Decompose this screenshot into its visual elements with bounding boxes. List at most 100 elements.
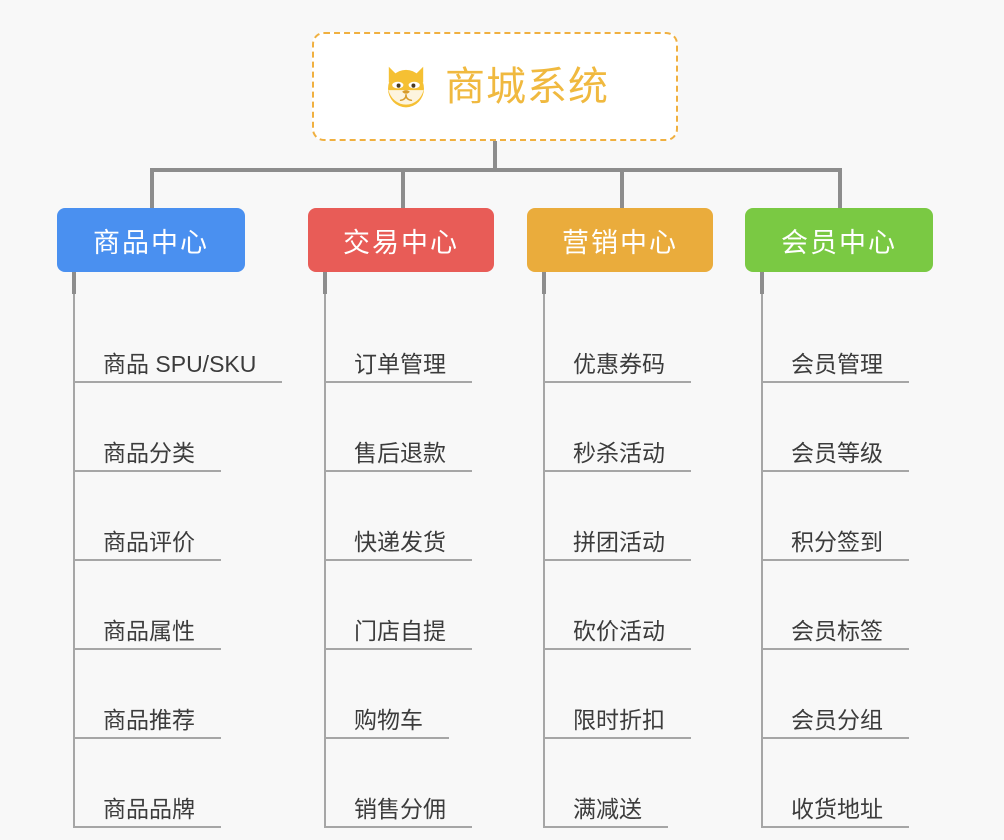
leaf-item[interactable]: 满减送 — [545, 739, 713, 828]
leaf-underline: 会员标签 — [763, 618, 909, 650]
leaf-item-label: 销售分佣 — [354, 795, 446, 822]
connector-column-stem — [323, 272, 327, 294]
leaf-underline: 限时折扣 — [545, 707, 691, 739]
leaf-item-label: 积分签到 — [791, 528, 883, 555]
leaf-list-member-center: 会员管理会员等级积分签到会员标签会员分组收货地址 — [761, 294, 933, 828]
leaf-item[interactable]: 售后退款 — [326, 383, 494, 472]
leaf-item[interactable]: 门店自提 — [326, 561, 494, 650]
connector-drop-1 — [150, 168, 154, 208]
leaf-list-marketing-center: 优惠券码秒杀活动拼团活动砍价活动限时折扣满减送 — [543, 294, 713, 828]
leaf-item-label: 订单管理 — [354, 350, 446, 377]
leaf-item-label: 满减送 — [573, 795, 642, 822]
category-header-label: 营销中心 — [562, 227, 678, 258]
leaf-item[interactable]: 商品评价 — [75, 472, 245, 561]
leaf-item-label: 商品评价 — [103, 528, 195, 555]
leaf-underline: 商品推荐 — [75, 707, 221, 739]
column-member-center: 会员中心会员管理会员等级积分签到会员标签会员分组收货地址 — [745, 208, 933, 828]
leaf-underline: 砍价活动 — [545, 618, 691, 650]
leaf-item-label: 砍价活动 — [573, 617, 665, 644]
leaf-item[interactable]: 会员管理 — [763, 294, 933, 383]
category-header-label: 交易中心 — [343, 227, 459, 258]
leaf-item[interactable]: 会员等级 — [763, 383, 933, 472]
leaf-underline: 商品分类 — [75, 440, 221, 472]
leaf-underline: 快递发货 — [326, 529, 472, 561]
leaf-item-label: 限时折扣 — [573, 706, 665, 733]
leaf-item[interactable]: 商品属性 — [75, 561, 245, 650]
category-header-marketing-center[interactable]: 营销中心 — [527, 208, 713, 272]
leaf-item-label: 商品分类 — [103, 439, 195, 466]
leaf-item[interactable]: 拼团活动 — [545, 472, 713, 561]
leaf-item-label: 优惠券码 — [573, 350, 665, 377]
leaf-underline: 秒杀活动 — [545, 440, 691, 472]
leaf-item-label: 商品 SPU/SKU — [103, 350, 257, 377]
leaf-underline: 商品属性 — [75, 618, 221, 650]
leaf-item-label: 会员标签 — [791, 617, 883, 644]
leaf-item[interactable]: 商品推荐 — [75, 650, 245, 739]
leaf-item[interactable]: 优惠券码 — [545, 294, 713, 383]
leaf-item[interactable]: 积分签到 — [763, 472, 933, 561]
column-trade-center: 交易中心订单管理售后退款快递发货门店自提购物车销售分佣 — [308, 208, 494, 828]
leaf-underline: 售后退款 — [326, 440, 472, 472]
leaf-item[interactable]: 收货地址 — [763, 739, 933, 828]
category-header-label: 会员中心 — [781, 227, 897, 258]
leaf-underline: 拼团活动 — [545, 529, 691, 561]
leaf-list-trade-center: 订单管理售后退款快递发货门店自提购物车销售分佣 — [324, 294, 494, 828]
leaf-item-label: 门店自提 — [354, 617, 446, 644]
leaf-item[interactable]: 会员标签 — [763, 561, 933, 650]
connector-column-stem — [72, 272, 76, 294]
leaf-underline: 会员管理 — [763, 351, 909, 383]
leaf-item-label: 会员分组 — [791, 706, 883, 733]
leaf-underline: 积分签到 — [763, 529, 909, 561]
leaf-item-label: 秒杀活动 — [573, 439, 665, 466]
leaf-item-label: 拼团活动 — [573, 528, 665, 555]
leaf-item-label: 收货地址 — [791, 795, 883, 822]
connector-column-stem — [760, 272, 764, 294]
category-header-product-center[interactable]: 商品中心 — [57, 208, 245, 272]
leaf-item[interactable]: 销售分佣 — [326, 739, 494, 828]
leaf-underline: 优惠券码 — [545, 351, 691, 383]
leaf-item[interactable]: 砍价活动 — [545, 561, 713, 650]
leaf-underline: 商品品牌 — [75, 796, 221, 828]
connector-drop-3 — [620, 168, 624, 208]
root-node[interactable]: 商城系统 — [312, 32, 678, 141]
leaf-item[interactable]: 秒杀活动 — [545, 383, 713, 472]
connector-drop-2 — [401, 168, 405, 208]
leaf-item[interactable]: 限时折扣 — [545, 650, 713, 739]
leaf-underline: 商品 SPU/SKU — [75, 350, 283, 383]
column-marketing-center: 营销中心优惠券码秒杀活动拼团活动砍价活动限时折扣满减送 — [527, 208, 713, 828]
shiba-dog-face-icon — [388, 66, 424, 107]
leaf-underline: 购物车 — [326, 707, 449, 739]
leaf-item[interactable]: 商品分类 — [75, 383, 245, 472]
leaf-item-label: 商品属性 — [103, 617, 195, 644]
leaf-underline: 收货地址 — [763, 796, 909, 828]
leaf-underline: 订单管理 — [326, 351, 472, 383]
leaf-item-label: 商品品牌 — [103, 795, 195, 822]
leaf-item[interactable]: 订单管理 — [326, 294, 494, 383]
leaf-item-label: 售后退款 — [354, 439, 446, 466]
leaf-item[interactable]: 快递发货 — [326, 472, 494, 561]
connector-column-stem — [542, 272, 546, 294]
column-product-center: 商品中心商品 SPU/SKU 商品分类商品评价商品属性商品推荐商品品牌 — [57, 208, 283, 828]
leaf-item[interactable]: 商品 SPU/SKU — [75, 294, 283, 383]
leaf-item[interactable]: 商品品牌 — [75, 739, 245, 828]
category-header-trade-center[interactable]: 交易中心 — [308, 208, 494, 272]
leaf-underline: 商品评价 — [75, 529, 221, 561]
leaf-item-label: 会员等级 — [791, 439, 883, 466]
leaf-item[interactable]: 会员分组 — [763, 650, 933, 739]
leaf-underline: 会员等级 — [763, 440, 909, 472]
leaf-item[interactable]: 购物车 — [326, 650, 494, 739]
leaf-underline: 门店自提 — [326, 618, 472, 650]
connector-root-stem — [493, 141, 497, 171]
leaf-underline: 销售分佣 — [326, 796, 472, 828]
root-title: 商城系统 — [445, 64, 609, 109]
leaf-item-label: 商品推荐 — [103, 706, 195, 733]
category-header-label: 商品中心 — [93, 227, 209, 258]
category-header-member-center[interactable]: 会员中心 — [745, 208, 933, 272]
leaf-underline: 会员分组 — [763, 707, 909, 739]
connector-horizontal-bus — [150, 168, 841, 172]
leaf-item-label: 快递发货 — [354, 528, 446, 555]
leaf-underline: 满减送 — [545, 796, 668, 828]
leaf-item-label: 会员管理 — [791, 350, 883, 377]
leaf-list-product-center: 商品 SPU/SKU 商品分类商品评价商品属性商品推荐商品品牌 — [73, 294, 283, 828]
